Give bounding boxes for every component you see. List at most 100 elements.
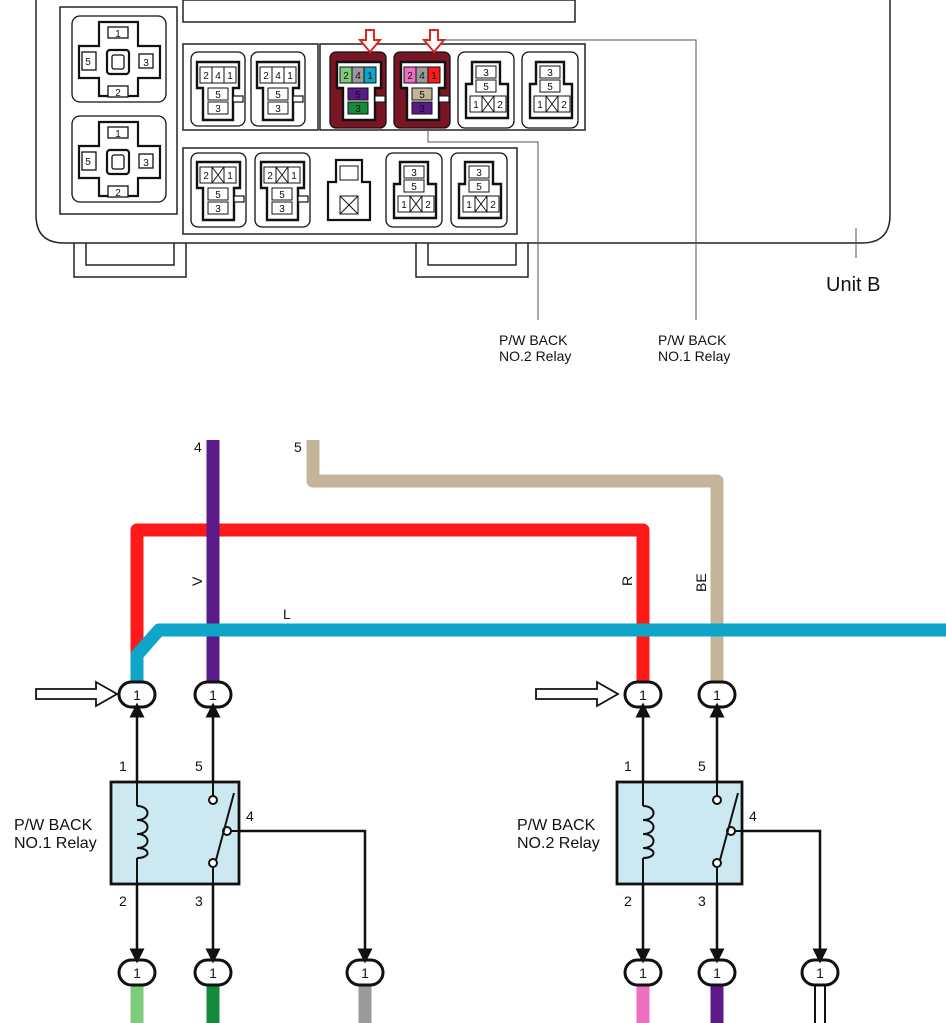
svg-text:1: 1 — [209, 965, 217, 981]
svg-text:5: 5 — [698, 758, 706, 774]
relay-socket: 3 5 1 2 — [457, 51, 515, 129]
cross-relay-socket: 1 2 5 3 — [71, 115, 167, 203]
svg-text:4: 4 — [215, 71, 221, 82]
wire-l — [130, 623, 946, 682]
svg-text:5: 5 — [275, 90, 281, 101]
svg-text:1: 1 — [473, 100, 479, 111]
svg-text:3: 3 — [143, 158, 149, 169]
svg-text:5: 5 — [279, 190, 285, 201]
svg-text:3: 3 — [355, 104, 361, 115]
relay-no2: 1 5 4 2 3 P/W BACK NO.2 Relay — [517, 702, 828, 964]
relay-block-unit-b — [35, 0, 891, 278]
relay-no2-name-line1: P/W BACK — [517, 817, 596, 834]
svg-text:2: 2 — [119, 893, 127, 909]
svg-text:3: 3 — [483, 68, 489, 79]
svg-text:4: 4 — [749, 808, 757, 824]
relay-socket-empty — [326, 158, 372, 222]
svg-text:1: 1 — [713, 965, 721, 981]
svg-text:3: 3 — [419, 104, 425, 115]
callout-leaders — [427, 39, 857, 320]
svg-text:1: 1 — [209, 687, 217, 703]
svg-text:2: 2 — [267, 171, 273, 182]
svg-text:1: 1 — [115, 29, 121, 40]
svg-text:5: 5 — [411, 182, 417, 193]
svg-text:1: 1 — [431, 71, 437, 82]
svg-text:1: 1 — [227, 171, 233, 182]
pin-label-top-5: 5 — [294, 439, 302, 455]
svg-text:5: 5 — [483, 82, 489, 93]
callout-relay1-line2: NO.1 Relay — [658, 348, 730, 364]
connector-pin-numbers: 1 1 1 1 1 1 1 1 1 1 — [133, 687, 824, 981]
svg-text:1: 1 — [133, 965, 141, 981]
relay-no2-name-line2: NO.2 Relay — [517, 835, 600, 852]
svg-text:1: 1 — [227, 71, 233, 82]
svg-text:1: 1 — [291, 171, 297, 182]
wire-be — [306, 440, 724, 682]
relay-no1: 1 5 4 2 3 P/W BACK NO.1 Relay — [14, 702, 373, 964]
svg-text:2: 2 — [263, 71, 269, 82]
svg-text:3: 3 — [195, 893, 203, 909]
svg-text:3: 3 — [279, 204, 285, 215]
svg-text:2: 2 — [203, 171, 209, 182]
svg-text:5: 5 — [419, 90, 425, 101]
svg-text:3: 3 — [215, 104, 221, 115]
svg-text:5: 5 — [85, 57, 91, 68]
relay-socket: 3 5 1 2 — [450, 152, 508, 228]
svg-text:5: 5 — [547, 82, 553, 93]
svg-text:1: 1 — [119, 758, 127, 774]
svg-text:4: 4 — [419, 71, 425, 82]
svg-text:2: 2 — [497, 100, 503, 111]
pointer-arrow-icon — [535, 680, 620, 708]
svg-text:2: 2 — [425, 200, 431, 211]
cross-relay-socket: 1 2 5 3 — [71, 15, 167, 103]
svg-text:1: 1 — [287, 71, 293, 82]
svg-text:1: 1 — [367, 71, 373, 82]
wire-labels: 4 5 V L R BE — [189, 439, 709, 622]
svg-text:3: 3 — [476, 168, 482, 179]
svg-text:1: 1 — [361, 965, 369, 981]
svg-text:3: 3 — [143, 58, 149, 69]
svg-text:5: 5 — [215, 90, 221, 101]
relay-no1-name-line2: NO.1 Relay — [14, 835, 97, 852]
svg-text:1: 1 — [624, 758, 632, 774]
svg-text:2: 2 — [343, 71, 349, 82]
svg-text:4: 4 — [246, 808, 254, 824]
svg-text:3: 3 — [215, 204, 221, 215]
svg-text:5: 5 — [476, 182, 482, 193]
svg-text:3: 3 — [547, 68, 553, 79]
svg-text:3: 3 — [698, 893, 706, 909]
svg-text:3: 3 — [275, 104, 281, 115]
svg-text:1: 1 — [115, 129, 121, 140]
svg-text:2: 2 — [115, 188, 121, 199]
wire-r — [130, 523, 650, 682]
svg-text:1: 1 — [466, 200, 472, 211]
svg-text:1: 1 — [713, 687, 721, 703]
pointer-arrow-icon — [35, 680, 119, 708]
relay-socket: 2 1 5 3 — [190, 152, 247, 228]
svg-text:5: 5 — [85, 157, 91, 168]
relay-no1-name-line1: P/W BACK — [14, 817, 93, 834]
svg-text:4: 4 — [355, 71, 361, 82]
svg-text:2: 2 — [490, 200, 496, 211]
callout-relay2-line1: P/W BACK — [499, 332, 568, 348]
svg-text:5: 5 — [215, 190, 221, 201]
relay-socket: 2 1 5 3 — [254, 152, 311, 228]
svg-text:4: 4 — [275, 71, 281, 82]
svg-text:5: 5 — [195, 758, 203, 774]
svg-text:1: 1 — [401, 200, 407, 211]
wire-label-be: BE — [693, 573, 709, 592]
svg-text:1: 1 — [133, 687, 141, 703]
svg-text:2: 2 — [624, 893, 632, 909]
svg-text:1: 1 — [816, 965, 824, 981]
svg-text:1: 1 — [639, 687, 647, 703]
unit-label: Unit B — [826, 274, 880, 296]
wires — [130, 440, 946, 1023]
svg-text:2: 2 — [561, 100, 567, 111]
